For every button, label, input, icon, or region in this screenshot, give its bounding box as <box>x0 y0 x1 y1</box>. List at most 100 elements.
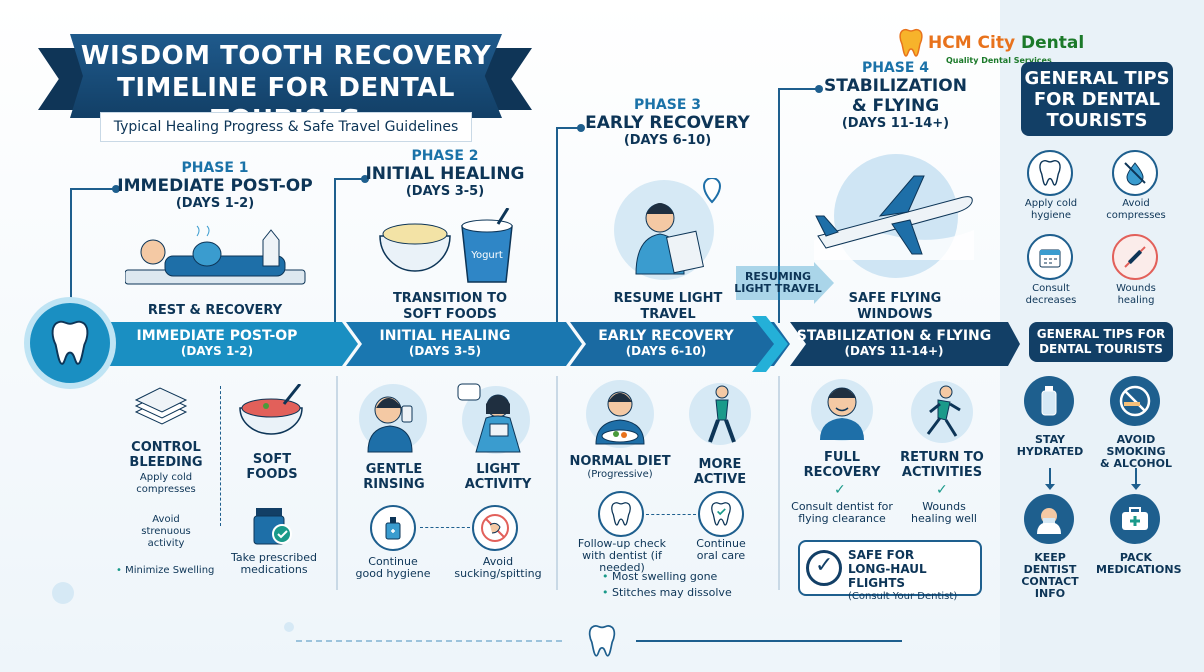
phase-label: PHASE 3 <box>633 97 702 113</box>
dentist-contact-icon <box>1024 494 1074 544</box>
gauze-icon <box>134 387 188 425</box>
footer-divider <box>636 640 902 642</box>
tips-title-box: GENERAL TIPS FOR DENTAL TOURISTS <box>1021 62 1173 136</box>
title-line: LIGHT <box>476 462 520 477</box>
title-line: RECOVERY <box>803 465 881 480</box>
tip-line: CONTACT INFO <box>1021 575 1079 600</box>
tip-line: & ALCOHOL <box>1100 457 1172 470</box>
caption-line: TRAVEL <box>640 307 696 322</box>
band-days: (DAYS 11-14+) <box>844 344 944 358</box>
tip-cold-text: Apply cold hygiene <box>1012 198 1090 222</box>
phase-title: INITIAL HEALING <box>365 164 525 184</box>
title-line: ACTIVITY <box>464 477 532 492</box>
sub-line: sucking/spitting <box>454 567 542 580</box>
sub-line: flying clearance <box>798 512 886 525</box>
connector-dot <box>815 85 823 93</box>
running-person-icon <box>911 381 973 443</box>
band-title: IMMEDIATE POST-OP <box>136 328 298 344</box>
title-line: ACTIVE <box>693 472 747 487</box>
phase-label: PHASE 4 <box>861 60 930 76</box>
title-line: RETURN TO <box>900 450 984 465</box>
tip-consult-text: Consult decreases <box>1012 283 1090 307</box>
caption-line: TRANSITION TO <box>392 291 508 306</box>
tip-wounds-text: Wounds healing <box>1098 283 1174 307</box>
tooth-care-icon <box>698 491 744 537</box>
phase-2-caption: TRANSITION TO SOFT FOODS <box>370 291 530 323</box>
connector-dot <box>361 175 369 183</box>
phase-label: PHASE 1 <box>181 160 249 176</box>
band-phase-4: STABILIZATION & FLYING (DAYS 11-14+) <box>796 322 992 366</box>
tip-line: decreases <box>1025 295 1077 306</box>
tips-title-line: GENERAL TIPS FOR <box>1036 327 1166 341</box>
band-phase-1: IMMEDIATE POST-OP (DAYS 1-2) <box>112 322 322 366</box>
tip-line: PACK <box>1119 551 1153 564</box>
reading-person-icon <box>457 383 530 454</box>
phase-days: (DAYS 6-10) <box>623 133 712 148</box>
tip-line: STAY <box>1035 433 1065 446</box>
tips-title-line: GENERAL TIPS <box>1024 68 1170 89</box>
title-line: BLEEDING <box>129 455 203 470</box>
title-line: FOODS <box>246 467 298 482</box>
follow-up-text: Follow-up check with dentist (if needed) <box>560 538 684 574</box>
phase-title: & FLYING <box>851 96 940 116</box>
sub-line: Continue <box>696 537 746 550</box>
column-divider <box>778 376 780 590</box>
sub-line: Apply cold <box>139 472 193 483</box>
take-medications-text: Take prescribed medications <box>226 552 322 576</box>
sub-line: oral care <box>696 549 746 562</box>
connector-line <box>556 127 580 129</box>
phase-label: PHASE 2 <box>411 148 479 164</box>
phase-3-caption: RESUME LIGHT TRAVEL <box>598 291 738 323</box>
safe-line: SAFE FOR <box>848 548 915 562</box>
yogurt-label: Yogurt <box>470 250 503 261</box>
phase-days: (DAYS 11-14+) <box>841 116 950 131</box>
phase-1-caption: REST & RECOVERY <box>147 303 283 318</box>
sub-line: Continue <box>368 555 418 568</box>
title-line-1: WISDOM TOOTH RECOVERY <box>80 41 492 71</box>
caption-line: WINDOWS <box>857 307 933 322</box>
tips-title-line: FOR DENTAL <box>1033 89 1161 110</box>
column-divider <box>556 376 558 590</box>
stitches-bullet: Stitches may dissolve <box>602 586 742 599</box>
phase-4-caption: SAFE FLYING WINDOWS <box>830 291 960 323</box>
sub-line: Follow-up check <box>577 537 667 550</box>
phase-1-header: PHASE 1 IMMEDIATE POST-OP (DAYS 1-2) <box>110 160 320 211</box>
sub-line: good hygiene <box>355 567 431 580</box>
soft-foods-title: SOFT FOODS <box>232 452 312 482</box>
logo-tagline: Quality Dental Services <box>946 56 1052 65</box>
avoid-sucking-text: Avoid sucking/spitting <box>450 556 546 580</box>
walking-person-icon <box>689 383 751 445</box>
resuming-line: LIGHT TRAVEL <box>734 282 822 295</box>
safe-flights-box: ✓ SAFE FOR LONG-HAUL FLIGHTS (Consult Yo… <box>798 540 982 602</box>
title-line: ACTIVITIES <box>901 465 983 480</box>
phase-title: IMMEDIATE POST-OP <box>117 176 313 196</box>
safe-line: LONG-HAUL FLIGHTS <box>848 562 927 590</box>
connector-line <box>778 88 780 323</box>
resting-patient-illustration <box>125 225 306 285</box>
title-line: FULL <box>823 450 860 465</box>
tips-title-line: DENTAL TOURISTS <box>1039 342 1163 356</box>
sub-line: strenuous <box>141 526 191 537</box>
tip-line: MEDICATIONS <box>1096 563 1182 576</box>
title-line: MORE <box>698 457 742 472</box>
control-bleeding-sub: Apply cold compresses <box>118 472 214 496</box>
check-icon: ✓ <box>834 482 846 498</box>
resuming-travel-label: RESUMING LIGHT TRAVEL <box>733 271 823 295</box>
dashed-connector <box>420 527 470 528</box>
arrow-down-icon <box>1131 468 1141 490</box>
phase-days: (DAYS 1-2) <box>175 196 255 211</box>
sub-line: Avoid <box>152 514 180 525</box>
recovered-person-icon <box>811 379 873 441</box>
no-smoking-tip-icon <box>1112 234 1158 280</box>
calendar-icon <box>1027 234 1073 280</box>
tip-line: AVOID SMOKING <box>1106 433 1166 458</box>
phase-title: STABILIZATION <box>824 76 967 96</box>
rinsing-person-icon <box>359 384 427 453</box>
arrow-down-icon <box>1045 468 1055 490</box>
connector-line <box>778 88 818 90</box>
sub-line: activity <box>147 538 185 549</box>
avoid-strenuous-text: Avoid strenuous activity <box>126 514 206 550</box>
wounds-healing-text: Wounds healing well <box>906 501 982 525</box>
normal-diet-title: NORMAL DIET (Progressive) <box>568 454 672 481</box>
dashed-connector <box>646 514 696 515</box>
